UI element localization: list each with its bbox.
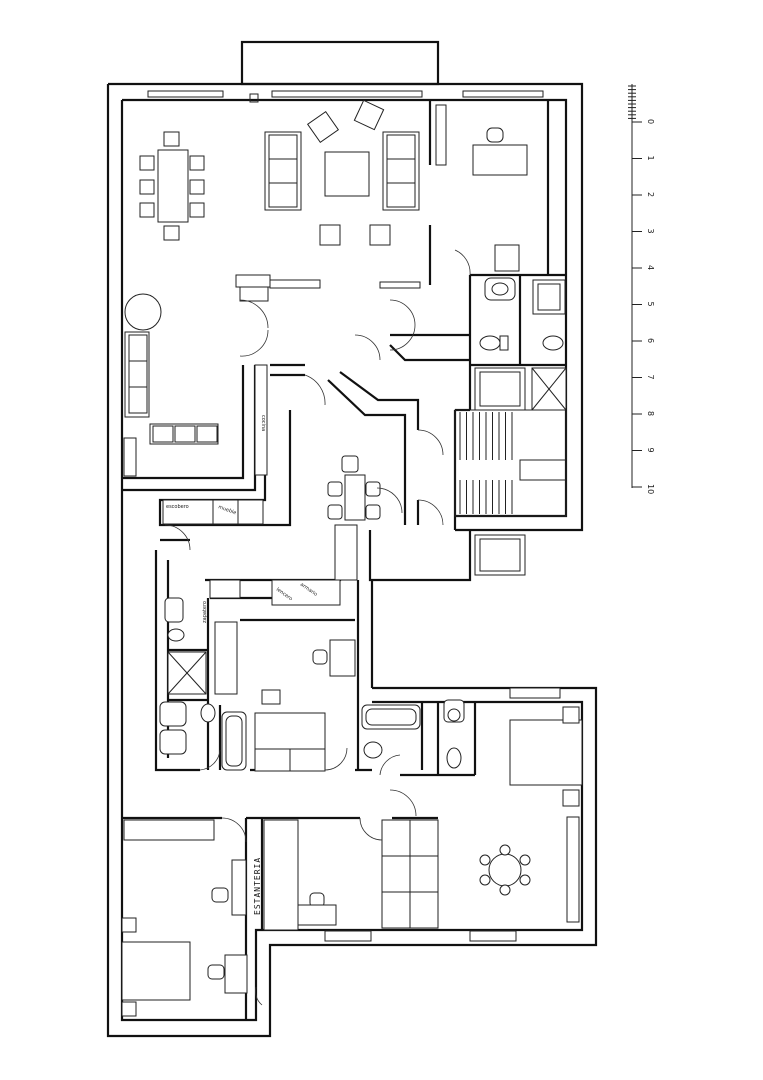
office (263, 819, 337, 931)
master-ensuite (361, 699, 465, 769)
scale-bar: 0 1 2 3 4 5 6 7 8 9 10 (628, 84, 655, 494)
scale-label-4: 4 (646, 265, 655, 270)
kitchen (162, 364, 358, 606)
label-estanteria: ESTANTERIA (253, 857, 262, 915)
exterior-walls (106, 82, 598, 1038)
scale-label-1: 1 (646, 156, 655, 161)
left-sofa (123, 293, 219, 477)
lounge-sofas (264, 99, 420, 246)
terrace (240, 40, 440, 86)
scale-label-7: 7 (646, 375, 655, 380)
breakfast-table (327, 455, 381, 521)
study-desk (435, 104, 528, 272)
bedroom-3 (121, 819, 248, 1017)
label-escobero: escobero (166, 504, 189, 510)
master-bedroom (324, 687, 583, 942)
center-cabinets (235, 274, 421, 302)
label-cocina: cocina (260, 415, 266, 431)
scale-label-2: 2 (646, 192, 655, 197)
bathroom-left (159, 597, 281, 771)
scale-label-0: 0 (646, 119, 655, 124)
service-bathroom (474, 277, 567, 411)
staircase (454, 409, 567, 576)
scale-label-9: 9 (646, 448, 655, 453)
doors (164, 249, 471, 1006)
scale-label-5: 5 (646, 302, 655, 307)
bedroom-2 (254, 639, 356, 772)
scale-label-8: 8 (646, 411, 655, 416)
scale-label-6: 6 (646, 338, 655, 343)
dining-table (139, 131, 205, 241)
windows-top (147, 90, 544, 103)
label-zapatero: zapatero (202, 601, 208, 623)
interior-walls (122, 100, 566, 1020)
scale-label-3: 3 (646, 229, 655, 234)
scale-label-10: 10 (646, 484, 655, 494)
